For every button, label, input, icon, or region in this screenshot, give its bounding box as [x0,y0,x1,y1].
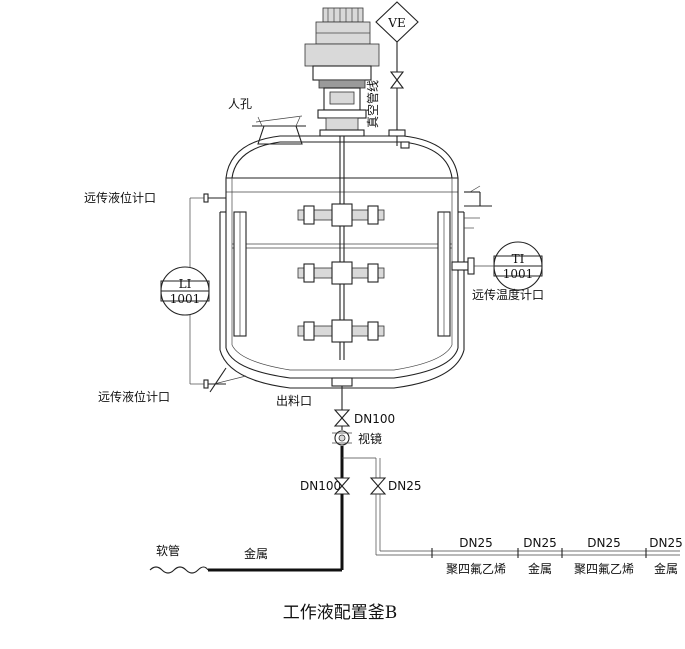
hose-label: 软管 [156,543,180,558]
segment-3-material: 聚四氟乙烯 [574,562,634,576]
li-instrument: LI 1001 [160,266,210,316]
segment-1-material: 聚四氟乙烯 [446,562,506,576]
sight-glass-label: 视镜 [358,431,382,446]
pipe-segments: DN25 聚四氟乙烯 DN25 金属 DN25 聚四氟乙烯 DN25 金属 [446,536,683,576]
branch-valve-icon [369,477,387,495]
li-tag: LI [179,277,192,291]
line-valve-icon [333,477,351,495]
li-number: 1001 [170,292,201,306]
vacuum-line: VE 真空管线 [365,1,419,146]
segment-4-size: DN25 [649,536,683,550]
outlet-valve-icon [333,409,351,427]
temp-port-label: 远传温度计口 [472,287,544,302]
segment-3-size: DN25 [587,536,621,550]
outlet-label: 出料口 [276,394,312,408]
hose-icon [149,566,209,574]
segment-4-material: 金属 [654,561,678,576]
ti-number: 1001 [503,267,534,281]
level-port-bottom-label: 远传液位计口 [98,389,170,404]
segment-2-material: 金属 [528,561,552,576]
manhole-label: 人孔 [228,97,252,111]
vessel-body [189,135,492,393]
manhole: 人孔 [228,97,306,145]
vacuum-line-label: 真空管线 [365,80,380,128]
ti-tag: TI [512,252,525,266]
segment-1-size: DN25 [459,536,493,550]
agitator [297,136,385,360]
line-valve-label: DN100 [300,479,341,493]
vacuum-valve-icon [389,71,405,89]
diagram-title: 工作液配置釜B [283,603,398,623]
segment-2-size: DN25 [523,536,557,550]
level-port-top-label: 远传液位计口 [84,190,156,205]
ve-label: VE [387,16,405,30]
outlet-piping: DN100 视镜 DN100 软管 金属 DN25 [149,377,680,574]
ti-instrument: TI 1001 [474,241,543,291]
branch-valve-label: DN25 [388,479,422,493]
motor-assembly [304,7,380,137]
metal-label: 金属 [244,546,268,561]
outlet-valve-label: DN100 [354,412,395,426]
